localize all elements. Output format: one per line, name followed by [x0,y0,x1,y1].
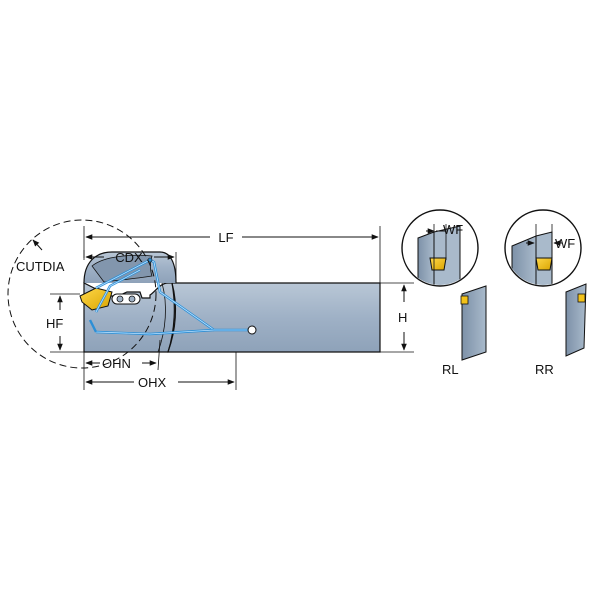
cutdia-label: CUTDIA [16,259,65,274]
break-line-2 [157,282,166,353]
hf-dimension: HF [46,293,84,353]
rl-detail: WF RL [401,209,487,377]
shank-body [167,282,381,353]
hf-label: HF [46,316,63,331]
wf-label-rr: WF [555,236,575,251]
rr-label: RR [535,362,554,377]
lf-label: LF [218,230,233,245]
ohx-label: OHX [138,375,167,390]
cdx-label: CDX [115,250,143,265]
ohx-dimension: OHX [85,352,237,390]
ohn-dimension: OHN [83,339,161,390]
rl-side-view [461,285,487,361]
wf-label-rl: WF [443,222,463,237]
cdx-dimension: CDX [83,250,177,283]
cutdia-dimension: CUTDIA [16,239,65,274]
cutting-insert [79,287,141,311]
coolant-port [247,325,257,335]
coolant-channels [88,257,257,336]
rl-label: RL [442,362,459,377]
ohn-label: OHN [102,356,131,371]
cutdia-circle [7,219,157,369]
h-label: H [398,310,407,325]
lf-dimension: LF [83,226,381,283]
break-line-1 [167,282,177,353]
h-dimension: H [380,282,414,353]
rr-detail: WF RR [504,209,587,377]
